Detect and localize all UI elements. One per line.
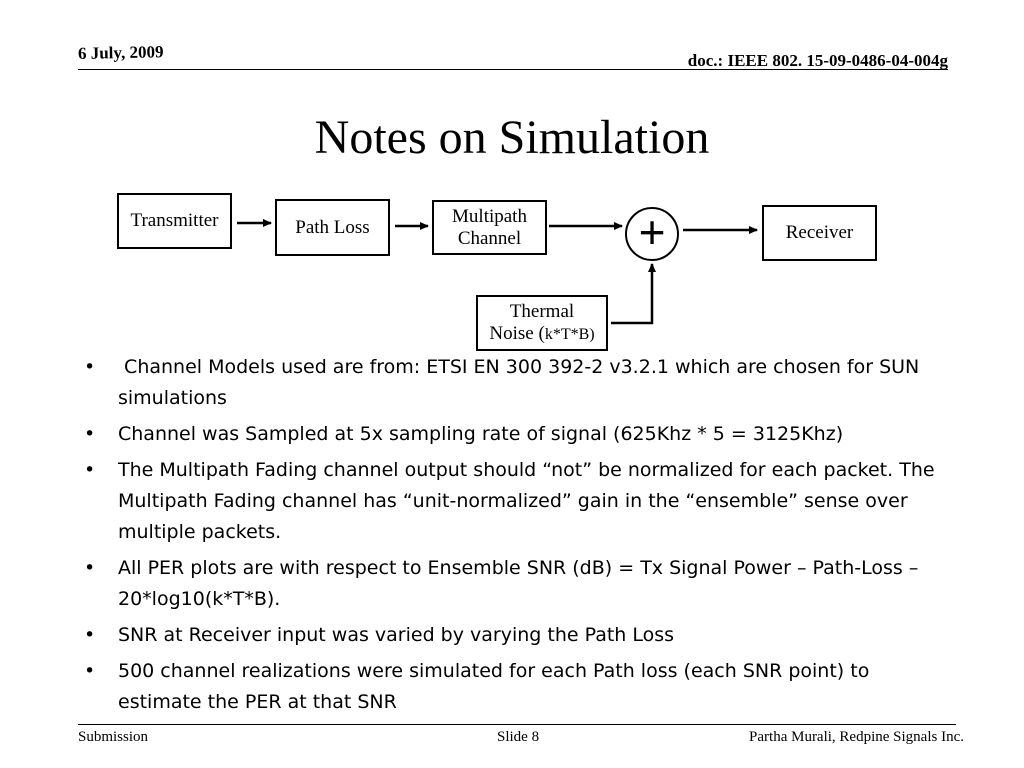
slide-title: Notes on Simulation: [314, 111, 710, 164]
footer-divider: [78, 724, 956, 725]
bullet-icon: •: [84, 660, 96, 682]
bullet-icon: •: [84, 423, 96, 445]
plus-icon: +: [638, 206, 666, 258]
list-item-text: The Multipath Fading channel output shou…: [118, 459, 935, 543]
footer-author: Partha Murali, Redpine Signals Inc.: [749, 729, 964, 745]
list-item: • SNR at Receiver input was varied by var…: [84, 620, 944, 651]
bullet-icon: •: [84, 624, 96, 646]
path-loss-label: Path Loss: [295, 216, 370, 238]
thermal-label-line1: Thermal: [509, 300, 575, 322]
notes-list: • Channel Models used are from: ETSI EN …: [84, 352, 944, 723]
header-doc-id: doc.: IEEE 802. 15-09-0486-04-004g: [687, 51, 948, 70]
list-item: • 500 channel realizations were simulated…: [84, 656, 944, 718]
header-divider: [78, 69, 948, 70]
thermal-noise-block: Thermal Noise (k*T*B): [476, 295, 608, 351]
list-item-text: Channel Models used are from: ETSI EN 30…: [118, 356, 926, 409]
multipath-label-line2: Channel: [457, 227, 522, 249]
list-item: • The Multipath Fading channel output sho…: [84, 455, 944, 548]
adder-circle: +: [625, 207, 679, 261]
multipath-channel-block: Multipath Channel: [432, 200, 547, 255]
bullet-icon: •: [84, 356, 96, 378]
bullet-icon: •: [84, 557, 96, 579]
thermal-label-ktb: k*T*B): [544, 325, 595, 343]
footer-submission: Submission: [78, 729, 149, 745]
bullet-icon: •: [84, 459, 96, 481]
thermal-label-line2: Noise (k*T*B): [489, 323, 594, 346]
list-item-text: Channel was Sampled at 5x sampling rate …: [118, 423, 844, 445]
arrow-noise-to-adder: [611, 263, 656, 325]
transmitter-block: Transmitter: [117, 193, 232, 249]
footer-slide-number: Slide 8: [497, 729, 540, 745]
list-item-text: All PER plots are with respect to Ensemb…: [118, 557, 919, 610]
transmitter-label: Transmitter: [130, 210, 219, 231]
list-item-text: 500 channel realizations were simulated …: [118, 660, 870, 713]
list-item-text: SNR at Receiver input was varied by vary…: [118, 624, 675, 646]
receiver-label: Receiver: [785, 222, 854, 243]
list-item: • Channel Models used are from: ETSI EN …: [84, 352, 944, 414]
list-item: • Channel was Sampled at 5x sampling rate…: [84, 419, 944, 450]
thermal-label-noise: Noise (: [489, 322, 545, 344]
path-loss-block: Path Loss: [275, 199, 390, 256]
list-item: • All PER plots are with respect to Ensem…: [84, 553, 944, 615]
multipath-label-line1: Multipath: [452, 205, 527, 227]
receiver-block: Receiver: [762, 205, 877, 261]
